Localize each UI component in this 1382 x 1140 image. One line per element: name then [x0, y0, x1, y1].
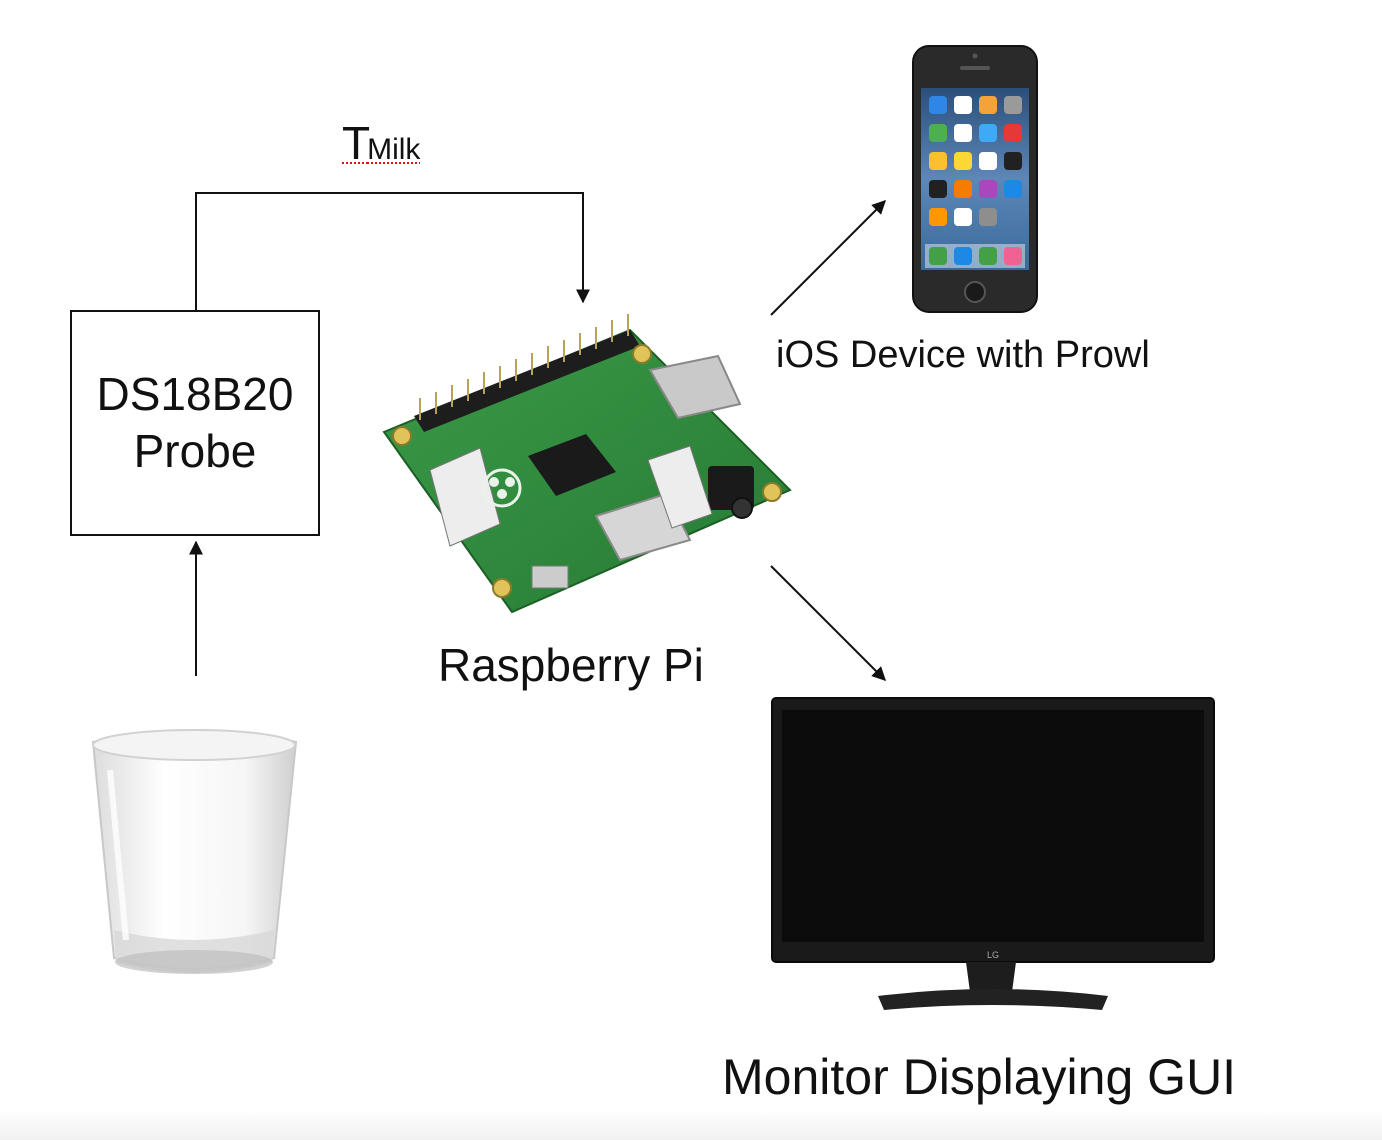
probe-label-line1: DS18B20	[96, 367, 294, 420]
monitor-brand-logo: LG	[987, 950, 999, 960]
lg-monitor-icon: LG	[771, 697, 1215, 1010]
t-milk-main: T	[342, 117, 371, 169]
raspberry-pi-board-icon	[382, 314, 792, 614]
t-milk-subscript: Milk	[367, 133, 421, 166]
monitor-label: Monitor Displaying GUI	[722, 1049, 1237, 1105]
probe-label-line2: Probe	[133, 425, 257, 477]
connector-probe-to-pi	[195, 192, 590, 310]
ios-device-label: iOS Device with Prowl	[776, 334, 1150, 376]
arrow-pi-to-ios	[770, 200, 886, 316]
raspberry-pi-label: Raspberry Pi	[438, 639, 704, 691]
milk-glass-icon	[91, 729, 298, 974]
arrow-pi-to-monitor	[770, 565, 886, 681]
iphone-icon	[912, 45, 1038, 313]
ds18b20-probe-box: DS18B20 Probe	[70, 310, 320, 536]
bottom-edge-shade	[0, 1110, 1382, 1140]
t-milk-label: TMilk	[342, 120, 420, 166]
